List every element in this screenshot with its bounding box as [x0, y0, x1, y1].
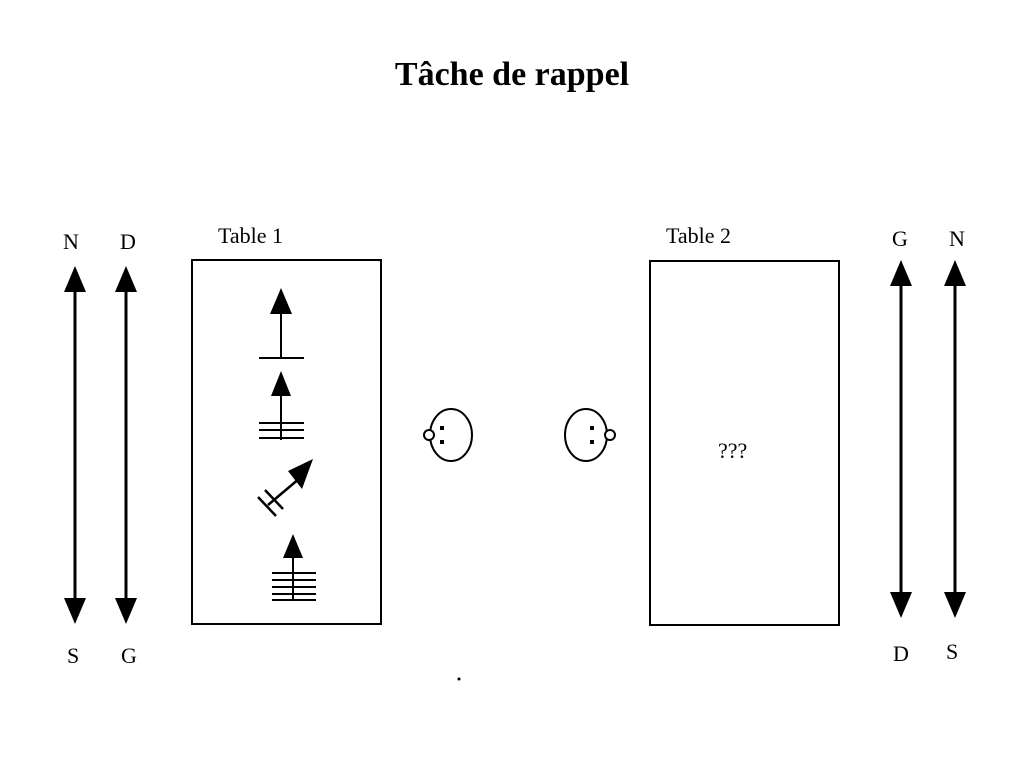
speck-dot — [457, 677, 461, 681]
right-axis1-bottom-label: D — [893, 641, 909, 666]
left-axis1-bottom-label: S — [67, 643, 80, 668]
left-axis2-arrow — [115, 266, 137, 624]
face-right-observer — [564, 408, 616, 462]
page-title: Tâche de rappel — [394, 56, 630, 93]
right-axis2-top-label: N — [949, 226, 965, 251]
face-left-observer — [423, 408, 473, 462]
symbol-arrow-five-lines — [272, 534, 316, 601]
symbol-diagonal-arrow-two-lines — [257, 459, 313, 517]
left-axis2-bottom-label: G — [121, 643, 137, 668]
table2-label: Table 2 — [666, 223, 732, 248]
left-axis1-arrow — [64, 266, 86, 624]
left-axis2-top-label: D — [120, 229, 136, 254]
table2-unknown-text: ??? — [718, 438, 748, 463]
symbol-arrow-one-line — [259, 288, 304, 359]
symbol-arrow-three-lines — [259, 371, 304, 440]
right-axis1-arrow — [890, 260, 912, 618]
table1-label: Table 1 — [218, 223, 284, 248]
left-axis1-top-label: N — [63, 229, 79, 254]
table2-box — [649, 260, 840, 626]
right-axis2-bottom-label: S — [946, 639, 959, 664]
right-axis2-arrow — [944, 260, 966, 618]
table1-box — [191, 259, 382, 625]
right-axis1-top-label: G — [892, 226, 908, 251]
